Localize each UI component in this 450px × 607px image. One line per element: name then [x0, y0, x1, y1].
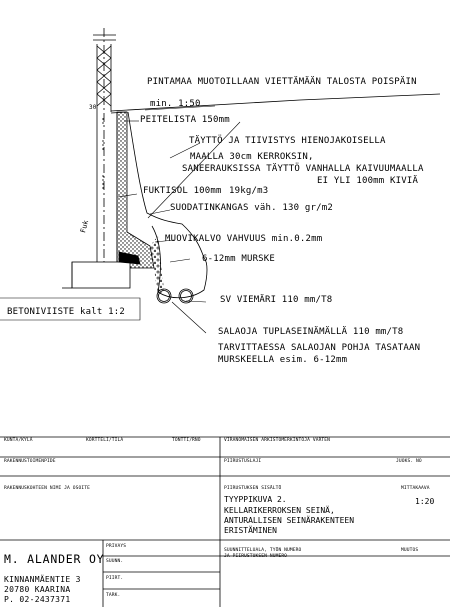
tb-content-1: TYYPPIKUVA 2. [224, 495, 287, 504]
label-taytto-2: MAALLA 30cm KERROKSIN, [190, 152, 314, 162]
label-viemari: SV VIEMÄRI 110 mm/T8 [220, 295, 333, 305]
label-taytto-3: SANEERAUKSISSA TÄYTTÖ VANHALLA KAIVUUMAA… [182, 164, 424, 174]
tb-content-3: ANTURALLISEN SEINÄRAKENTEEN [224, 516, 355, 525]
label-betoni: BETONIVIISTE kalt 1:2 [7, 307, 125, 317]
tb-piirt: PIIRT. [106, 576, 124, 581]
label-saladoja: SALAOJA TUPLASEINÄMÄLLÄ 110 mm/T8 [218, 327, 404, 337]
label-muovikalvo: MUOVIKALVO VAHVUUS min.0.2mm [165, 234, 323, 244]
label-pintamaa: PINTAMAA MUOTOILLAAN VIETTÄMÄÄN TALOSTA … [147, 77, 417, 87]
label-suodatin: SUODATINKANGAS väh. 130 gr/m2 [170, 203, 333, 213]
tb-address-2: 20780 KAARINA [4, 585, 71, 594]
tb-kunta: KUNTA/KYLÄ [4, 438, 33, 443]
tb-suunn: SUUNN. [106, 559, 124, 564]
tb-address-3: P. 02-2437371 [4, 595, 71, 604]
tb-address-1: KINNANMÄENTIE 3 [4, 575, 81, 584]
tb-rakennustoimenpide: RAKENNUSTOIMENPIDE [4, 459, 56, 464]
tb-sisalto-header: PIIRUSTUKSEN SISÄLTÖ [224, 486, 282, 491]
label-density: 19kg/m3 [229, 186, 269, 196]
drain-pipes [156, 288, 194, 304]
section-drawing [0, 28, 441, 334]
label-tarvittaessa-2: MURSKEELLA esim. 6-12mm [218, 355, 348, 365]
label-peitelista: PEITELISTA 150mm [140, 115, 230, 125]
tb-tark: TARK. [106, 593, 121, 598]
label-dim-30: 30 [89, 104, 97, 111]
tb-tontti: TONTTI/RNO [172, 438, 201, 443]
tb-suunnittelu-1: SUUNNITTELUALA, TYÖN NUMERO [224, 548, 302, 553]
label-fuktisol: FUKTISOL 100mm [143, 186, 222, 196]
tb-content-2: KELLARIKERROKSEN SEINÄ, [224, 506, 335, 515]
tb-content-4: ERISTÄMINEN [224, 526, 277, 535]
excavation-line [151, 225, 208, 299]
label-murske: 6-12mm MURSKE [202, 254, 276, 264]
gravel-fill [150, 236, 164, 296]
tb-company-name: M. ALANDER OY [4, 552, 105, 566]
tb-piirustuslaji: PIIRUSTUSLAJI [224, 459, 262, 464]
tb-rakennuskohde: RAKENNUSKOHTEEN NIMI JA OSOITE [4, 486, 90, 491]
filter-fabric-line [127, 111, 205, 259]
tb-juoks-no: JUOKS. NO [396, 459, 422, 464]
label-taytto-1: TÄYTTÖ JA TIIVISTYS HIENOJAKOISELLA [189, 136, 386, 146]
upper-wall [96, 44, 112, 112]
tb-mittakaava-header: MITTAKAAVA [401, 486, 430, 491]
tb-suunnittelu-2: JA PIIRUSTUKSEN NUMERO [224, 554, 288, 559]
betoni-leader [0, 297, 141, 321]
tb-privays: PRIVAYS [106, 544, 127, 549]
label-taytto-4: EI YLI 100mm KIVIÄ [317, 176, 419, 186]
label-slope: min. 1:50 [150, 99, 201, 109]
footing [62, 261, 131, 289]
basement-wall [96, 112, 118, 262]
label-tarvittaessa-1: TARVITTAESSA SALAOJAN POHJA TASATAAN [218, 343, 421, 353]
ground-surface [110, 93, 441, 114]
tb-viranomainen: VIRANOMAISEN ARKISTOMERKINTÖJÄ VARTEN [224, 438, 331, 443]
tb-kortteli: KORTTELI/TILA [86, 438, 124, 443]
title-block-lines [0, 436, 450, 607]
tb-muutos: MUUTOS [401, 548, 419, 553]
wall-base-fill [118, 251, 141, 265]
leaders [117, 105, 241, 334]
tb-scale: 1:20 [415, 497, 435, 506]
